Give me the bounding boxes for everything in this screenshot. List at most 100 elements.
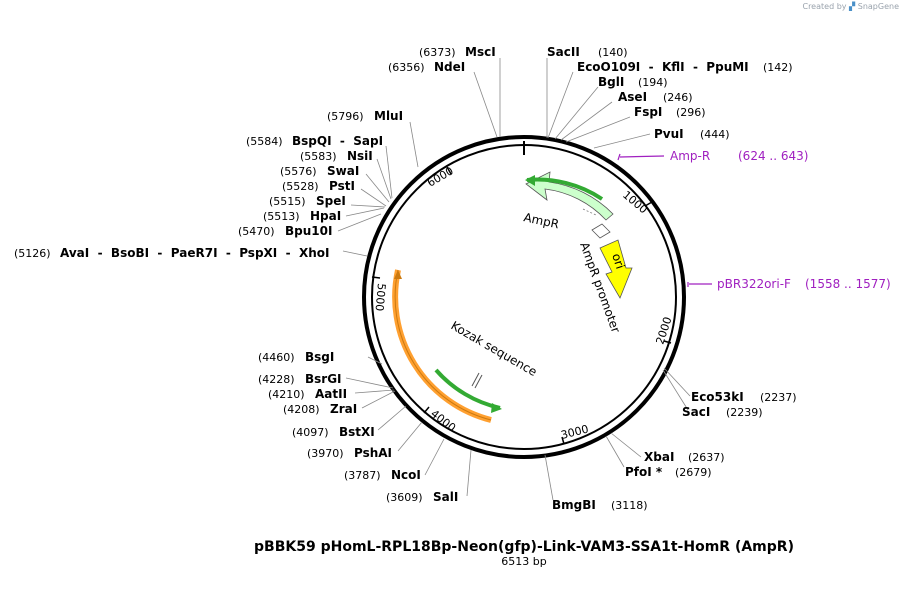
site-bspqi-sapi: (5584) BspQI - SapI xyxy=(246,134,383,148)
site-bmgBI: BmgBI (3118) xyxy=(552,498,648,512)
site-fspI: FspI (296) xyxy=(634,105,706,119)
site-mscI: (6373) MscI xyxy=(419,45,496,59)
site-pos-fspI: (296) xyxy=(676,106,706,119)
site-eco53kI: Eco53kI (2237) xyxy=(691,390,797,404)
site-leaders xyxy=(337,58,691,501)
site-pos-eco0109I: (142) xyxy=(763,61,793,74)
snapgene-credit: Created by ▞ SnapGene xyxy=(802,2,899,11)
site-name-pshAI: PshAI xyxy=(354,446,392,460)
site-pos-mscI: (6373) xyxy=(419,46,456,59)
site-name-ndeI: NdeI xyxy=(434,60,465,74)
site-zraI: (4208) ZraI xyxy=(283,402,357,416)
feature-label-kozak: Kozak sequence xyxy=(449,318,540,379)
plasmid-title: pBBK59 pHomL-RPL18Bp-Neon(gfp)-Link-VAM3… xyxy=(254,539,794,555)
primer-pbr322ori-f: pBR322ori-F (1558 .. 1577) xyxy=(687,277,891,291)
primer-amp-r: Amp-R (624 .. 643) xyxy=(617,149,808,163)
site-xbaI: XbaI (2637) xyxy=(644,450,725,464)
tick-5000: 5000 xyxy=(371,276,388,312)
site-ncoI: (3787) NcoI xyxy=(344,468,421,482)
site-pvuI: PvuI (444) xyxy=(654,127,730,141)
site-speI: (5515) SpeI xyxy=(269,194,346,208)
site-name-eco53kI: Eco53kI xyxy=(691,390,744,404)
site-pos-zraI: (4208) xyxy=(283,403,320,416)
site-name-pfoI: PfoI * xyxy=(625,465,663,479)
site-name-bmgBI: BmgBI xyxy=(552,498,596,512)
site-pos-xbaI: (2637) xyxy=(688,451,725,464)
site-pos-bsgI: (4460) xyxy=(258,351,295,364)
site-swaI: (5576) SwaI xyxy=(280,164,359,178)
site-aseI: AseI (246) xyxy=(618,90,693,104)
site-eco0109I-group: EcoO109I - KflI - PpuMI (142) xyxy=(577,60,793,74)
site-name-fspI: FspI xyxy=(634,105,662,119)
site-bsrGI: (4228) BsrGI xyxy=(258,372,342,386)
site-name-hpaI: HpaI xyxy=(310,209,341,223)
site-name-mluI: MluI xyxy=(374,109,403,123)
site-ndeI: (6356) NdeI xyxy=(388,60,465,74)
site-pos-salI: (3609) xyxy=(386,491,423,504)
feature-orf-orange xyxy=(392,269,492,423)
site-name-xbaI: XbaI xyxy=(644,450,674,464)
tick-label-3000: 3000 xyxy=(560,423,590,442)
site-bglI: BglI (194) xyxy=(598,75,668,89)
site-name-avaI: AvaI - BsoBI - PaeR7I - PspXI - XhoI xyxy=(60,246,329,260)
site-nsiI: (5583) NsiI xyxy=(300,149,373,163)
site-name-pvuI: PvuI xyxy=(654,127,684,141)
site-pos-sacI: (2239) xyxy=(726,406,763,419)
site-avaI-group: (5126) AvaI - BsoBI - PaeR7I - PspXI - X… xyxy=(14,246,329,260)
site-bstXI: (4097) BstXI xyxy=(292,425,375,439)
site-pshAI: (3970) PshAI xyxy=(307,446,392,460)
site-pos-aseI: (246) xyxy=(663,91,693,104)
site-name-sacII: SacII xyxy=(547,45,580,59)
site-bsgI: (4460) BsgI xyxy=(258,350,334,364)
site-pstI: (5528) PstI xyxy=(282,179,355,193)
tick-label-5000: 5000 xyxy=(373,283,388,312)
feature-orf-green-left xyxy=(434,368,502,413)
site-sacI: SacI (2239) xyxy=(682,405,763,419)
site-name-nsiI: NsiI xyxy=(347,149,373,163)
site-name-speI: SpeI xyxy=(316,194,346,208)
feature-ori: ori xyxy=(599,239,633,299)
site-pos-bspqi: (5584) xyxy=(246,135,283,148)
site-pos-aatII: (4210) xyxy=(268,388,305,401)
site-pos-speI: (5515) xyxy=(269,195,306,208)
tick-4000: 4000 xyxy=(423,406,458,435)
site-name-mscI: MscI xyxy=(465,45,496,59)
site-name-zraI: ZraI xyxy=(330,402,357,416)
site-sacII: SacII (140) xyxy=(547,45,628,59)
site-pos-sacII: (140) xyxy=(598,46,628,59)
site-pos-pvuI: (444) xyxy=(700,128,730,141)
primer-range-pbr322ori-f: (1558 .. 1577) xyxy=(805,277,891,291)
site-name-bglI: BglI xyxy=(598,75,624,89)
site-pos-ndeI: (6356) xyxy=(388,61,425,74)
site-pos-bsrGI: (4228) xyxy=(258,373,295,386)
feature-label-ori: ori xyxy=(609,252,627,271)
site-pos-swaI: (5576) xyxy=(280,165,317,178)
credit-brand: SnapGene xyxy=(857,2,899,11)
site-name-aseI: AseI xyxy=(618,90,647,104)
site-pos-hpaI: (5513) xyxy=(263,210,300,223)
site-name-sacI: SacI xyxy=(682,405,710,419)
site-name-eco0109I: EcoO109I - KflI - PpuMI xyxy=(577,60,749,74)
site-name-bspqi: BspQI - SapI xyxy=(292,134,383,148)
site-pos-eco53kI: (2237) xyxy=(760,391,797,404)
site-pos-bmgBI: (3118) xyxy=(611,499,648,512)
site-salI: (3609) SalI xyxy=(386,490,458,504)
site-pos-pshAI: (3970) xyxy=(307,447,344,460)
site-pos-mluI: (5796) xyxy=(327,110,364,123)
primer-label-amp-r: Amp-R xyxy=(670,149,710,163)
site-pos-bglI: (194) xyxy=(638,76,668,89)
site-name-salI: SalI xyxy=(433,490,458,504)
site-name-bstXI: BstXI xyxy=(339,425,375,439)
plasmid-length: 6513 bp xyxy=(501,555,546,568)
backbone-outer xyxy=(362,135,686,459)
feature-orf-green-top xyxy=(525,175,604,201)
site-pos-pstI: (5528) xyxy=(282,180,319,193)
site-pos-avaI: (5126) xyxy=(14,247,51,260)
site-name-bsgI: BsgI xyxy=(305,350,334,364)
feature-kozak: Kozak sequence xyxy=(449,318,540,389)
credit-prefix: Created by xyxy=(802,2,847,11)
site-pos-ncoI: (3787) xyxy=(344,469,381,482)
primer-range-amp-r: (624 .. 643) xyxy=(738,149,808,163)
primer-label-pbr322ori-f: pBR322ori-F xyxy=(717,277,791,291)
